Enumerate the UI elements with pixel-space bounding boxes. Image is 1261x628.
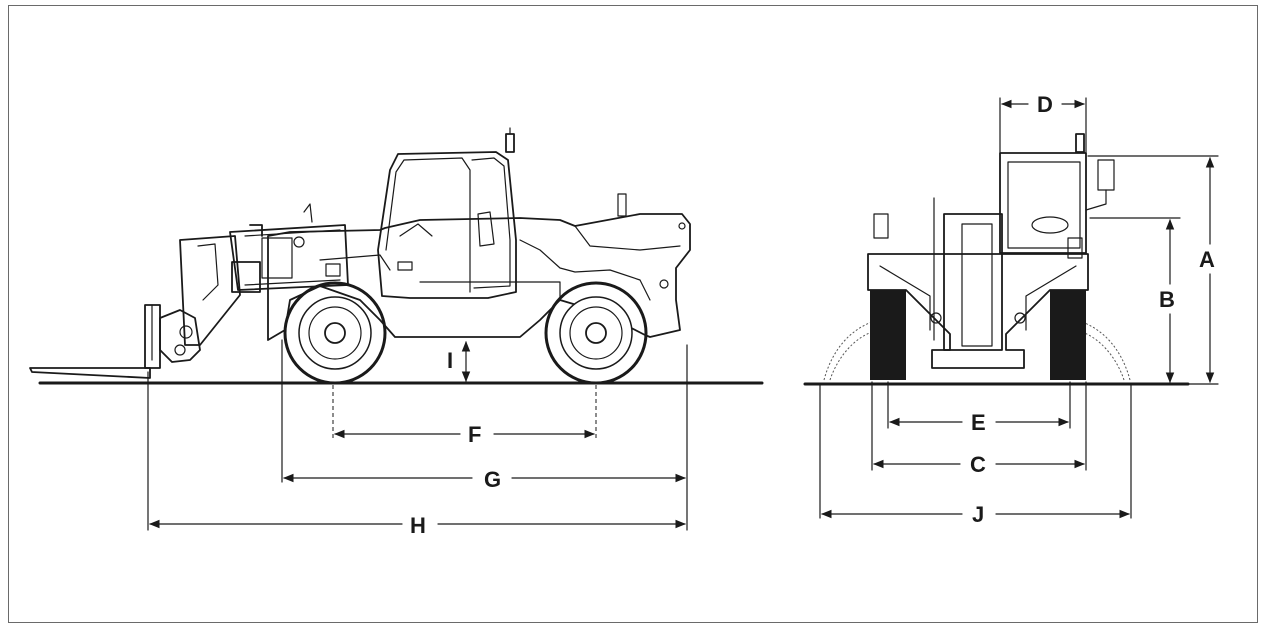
label-g: G [484,467,501,492]
dimension-e: E [888,410,1070,435]
dimension-h: H [148,513,687,538]
side-extension-lines [147,339,688,531]
chassis [267,193,691,341]
front-boom [933,197,1003,351]
label-b: B [1159,287,1175,312]
front-view: D A B E C J [803,92,1219,527]
front-cab [999,133,1115,254]
label-e: E [971,410,986,435]
label-j: J [972,502,984,527]
side-view: I F G H [29,127,764,538]
label-c: C [970,452,986,477]
label-i: I [447,348,453,373]
dimension-g: G [282,467,687,492]
label-a: A [1199,247,1215,272]
wheel-swing-outline [823,321,1131,381]
label-h: H [410,513,426,538]
fork-carriage [159,309,201,363]
rear-wheel [544,281,648,385]
forks [29,304,161,379]
label-f: F [468,422,481,447]
dimension-b: B [1159,218,1175,384]
front-wheel [283,281,387,385]
dimension-d: D [1000,92,1086,117]
front-extension-lines [819,97,1219,519]
dimension-c: C [872,452,1086,477]
dimension-j: J [820,502,1131,527]
dimension-i: I [447,340,471,383]
front-axle [867,213,1089,369]
telescopic-boom [179,224,349,346]
cab [377,127,517,299]
dimension-f: F [333,422,596,447]
dimension-a: A [1199,156,1215,384]
front-wheels [870,290,1086,380]
label-d: D [1037,92,1053,117]
diagram-frame [8,5,1258,623]
